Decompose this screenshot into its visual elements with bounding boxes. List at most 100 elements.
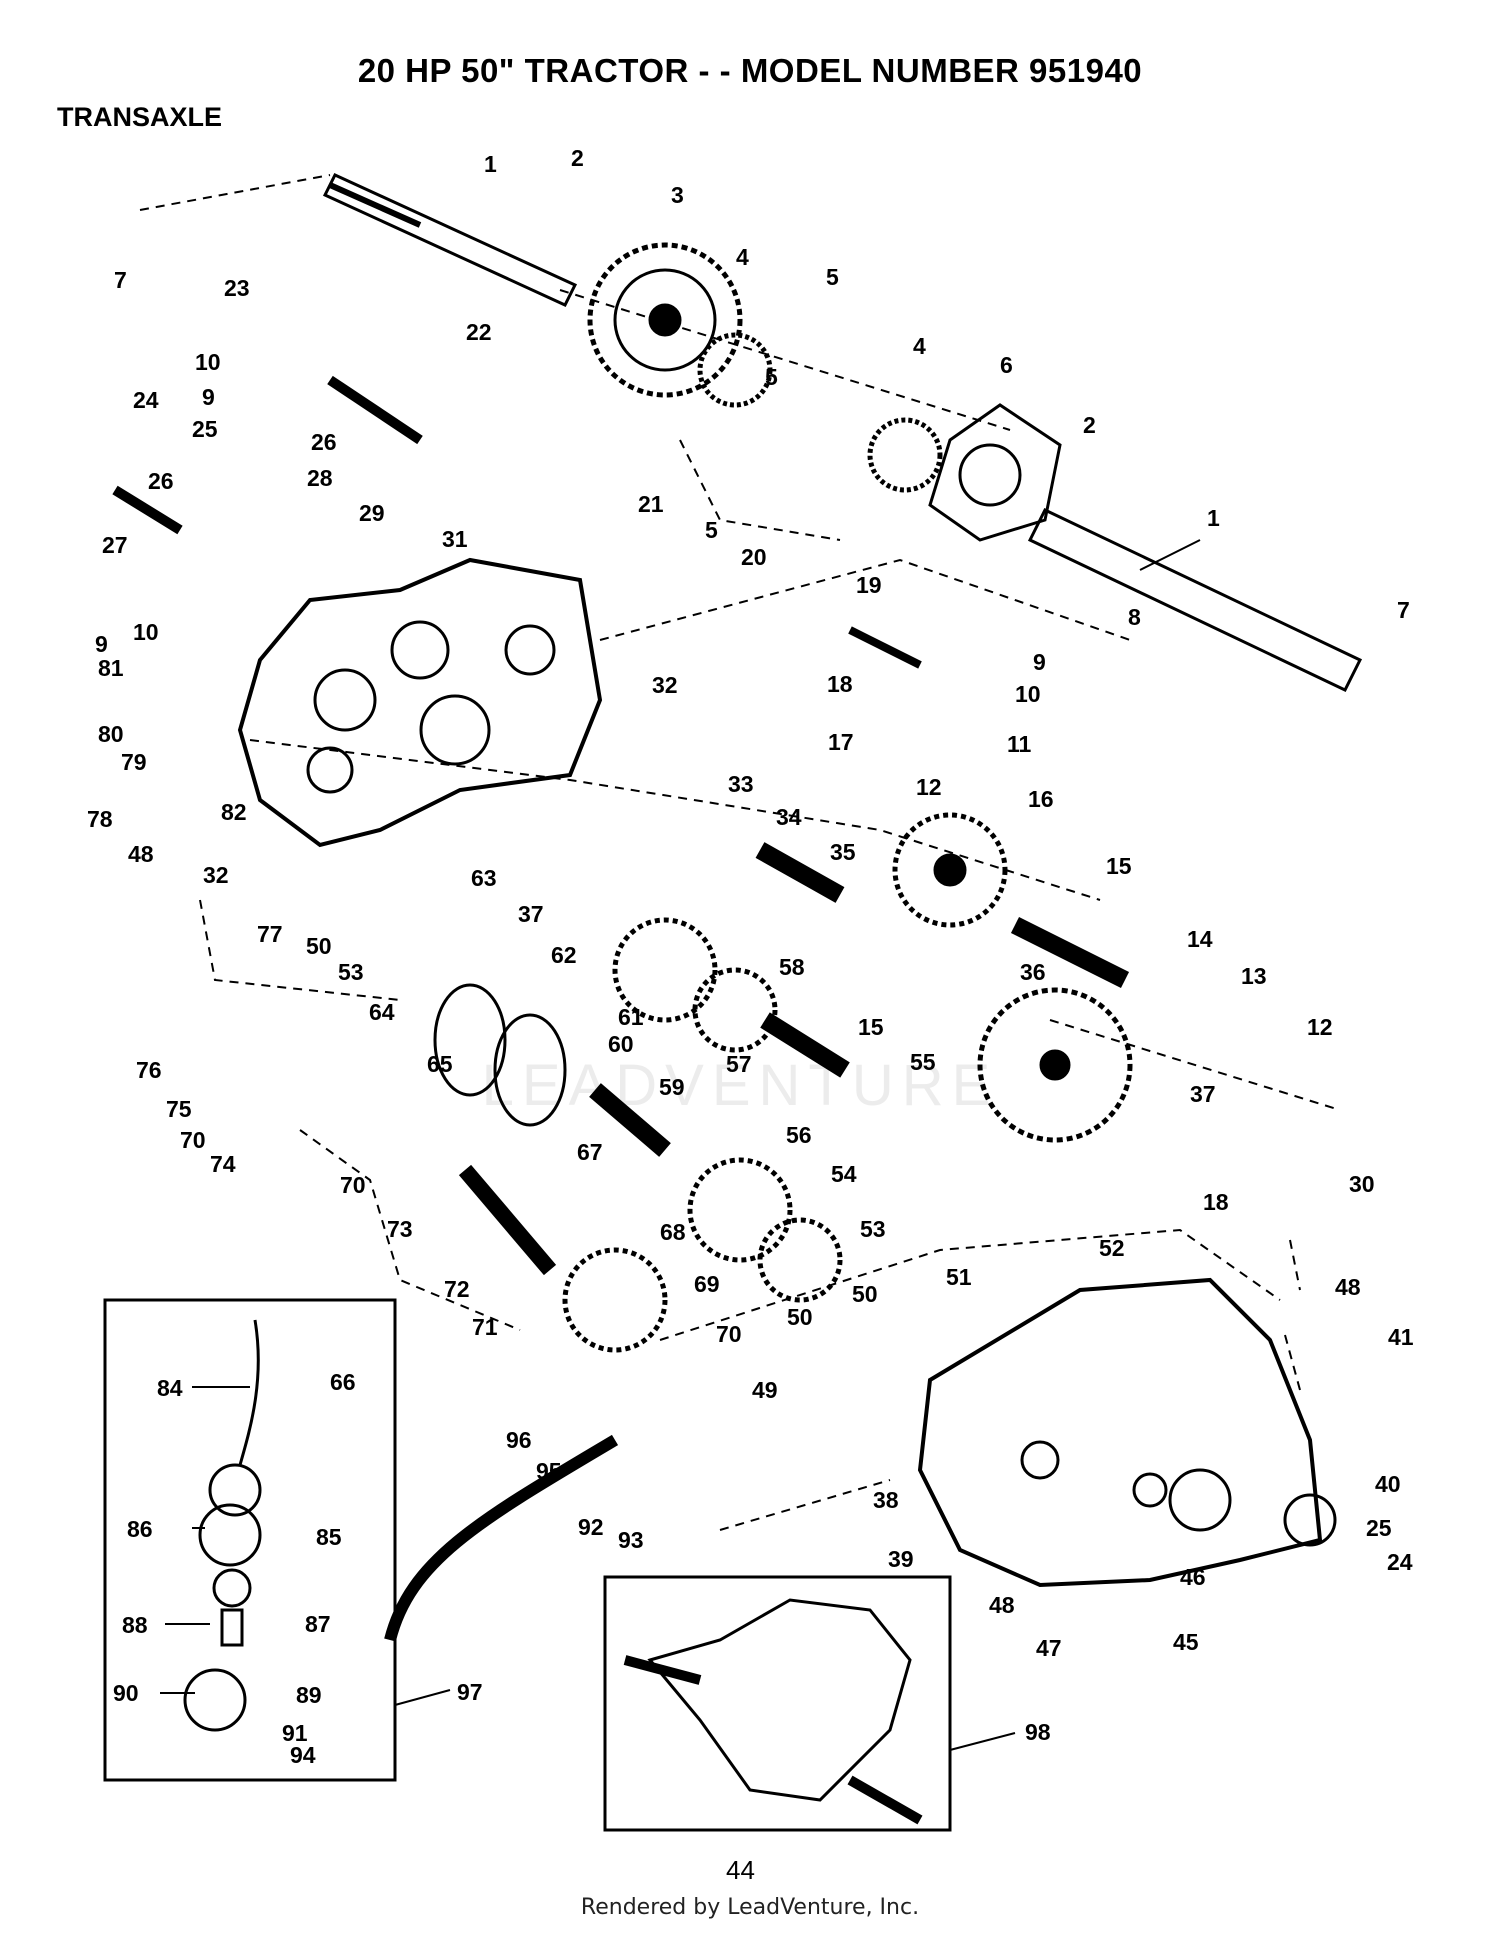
callout-35: 35 xyxy=(830,839,856,865)
callout-93: 93 xyxy=(618,1527,644,1553)
callout-53b: 53 xyxy=(860,1216,886,1242)
shaft-26b-part xyxy=(112,485,183,535)
callout-14: 14 xyxy=(1187,926,1213,952)
callout-74: 74 xyxy=(210,1151,236,1177)
gear-55-part xyxy=(977,987,1133,1143)
shaft-57-part xyxy=(760,1012,850,1078)
callout-50c: 50 xyxy=(787,1304,813,1330)
callout-37b: 37 xyxy=(1190,1081,1216,1107)
callout-9c: 9 xyxy=(1033,649,1046,675)
callout-92: 92 xyxy=(578,1514,604,1540)
page-number: 44 xyxy=(726,1855,755,1885)
callout-10b: 10 xyxy=(133,619,159,645)
callout-8: 8 xyxy=(1128,604,1141,630)
shaft-72-part xyxy=(458,1164,557,1276)
callout-1b: 1 xyxy=(1207,505,1220,531)
callout-12: 12 xyxy=(916,774,942,800)
callout-32: 32 xyxy=(652,672,678,698)
gear-68-part xyxy=(687,1157,793,1263)
callout-19: 19 xyxy=(856,572,882,598)
callout-58: 58 xyxy=(779,954,805,980)
callout-66: 66 xyxy=(330,1369,356,1395)
callout-labels: 1 1 2 2 3 4 4 5 5 5 6 7 7 8 9 9 9 10 10 … xyxy=(87,145,1414,1768)
callout-75: 75 xyxy=(166,1096,192,1122)
callout-22: 22 xyxy=(466,319,492,345)
callout-48c: 48 xyxy=(989,1592,1015,1618)
footer-credit: Rendered by LeadVenture, Inc. xyxy=(580,1895,920,1920)
callout-25: 25 xyxy=(192,416,218,442)
callout-70b: 70 xyxy=(340,1172,366,1198)
callout-7b: 7 xyxy=(1397,597,1410,623)
callout-17: 17 xyxy=(828,729,854,755)
callout-50b: 50 xyxy=(852,1281,878,1307)
watermark-text: LEADVENTURE xyxy=(482,1053,999,1118)
callout-2b: 2 xyxy=(1083,412,1096,438)
bearing-housing-part xyxy=(928,403,1062,542)
callout-81: 81 xyxy=(98,655,124,681)
callout-36: 36 xyxy=(1020,959,1046,985)
callout-41: 41 xyxy=(1388,1324,1414,1350)
callout-18: 18 xyxy=(827,671,853,697)
shaft-19-part xyxy=(848,626,922,669)
callout-73: 73 xyxy=(387,1216,413,1242)
callout-24b: 24 xyxy=(1387,1549,1413,1575)
callout-23: 23 xyxy=(224,275,250,301)
callout-80: 80 xyxy=(98,721,124,747)
callout-30: 30 xyxy=(1349,1171,1375,1197)
callout-79: 79 xyxy=(121,749,147,775)
gear-69-part xyxy=(757,1217,843,1303)
callout-10c: 10 xyxy=(1015,681,1041,707)
callout-24: 24 xyxy=(133,387,159,413)
callout-7: 7 xyxy=(114,267,127,293)
callout-65: 65 xyxy=(427,1051,453,1077)
page-title: 20 HP 50" TRACTOR - - MODEL NUMBER 95194… xyxy=(357,52,1143,89)
gear-62-part xyxy=(612,917,718,1023)
callout-3: 3 xyxy=(671,182,684,208)
callout-61: 61 xyxy=(618,1004,644,1030)
callout-98: 98 xyxy=(1025,1719,1051,1745)
callout-34: 34 xyxy=(776,804,802,830)
section-title: TRANSAXLE xyxy=(57,102,223,132)
assembly-lines xyxy=(139,174,1341,1531)
callout-37: 37 xyxy=(518,901,544,927)
callout-97: 97 xyxy=(457,1679,483,1705)
case-half-right-part xyxy=(917,1277,1323,1588)
callout-39: 39 xyxy=(888,1546,914,1572)
callout-82: 82 xyxy=(221,799,247,825)
axle-right-part xyxy=(1027,508,1363,692)
gear-4-part xyxy=(697,332,773,408)
callout-63: 63 xyxy=(471,865,497,891)
callout-56: 56 xyxy=(786,1122,812,1148)
callout-57: 57 xyxy=(726,1051,752,1077)
callout-4b: 4 xyxy=(913,333,926,359)
callout-11: 11 xyxy=(1007,731,1032,757)
callout-51: 51 xyxy=(946,1264,972,1290)
callout-46: 46 xyxy=(1180,1564,1206,1590)
callout-54: 54 xyxy=(831,1161,857,1187)
callout-15: 15 xyxy=(1106,853,1132,879)
shifter-inset-box xyxy=(103,1298,397,1782)
callout-38: 38 xyxy=(873,1487,899,1513)
callout-40: 40 xyxy=(1375,1471,1401,1497)
assembly-inset-box xyxy=(603,1575,952,1832)
callout-84: 84 xyxy=(157,1375,183,1401)
callout-13: 13 xyxy=(1241,963,1267,989)
callout-89: 89 xyxy=(296,1682,322,1708)
callout-15b: 15 xyxy=(858,1014,884,1040)
callout-4: 4 xyxy=(736,244,749,270)
callout-62: 62 xyxy=(551,942,577,968)
shaft-59-part xyxy=(589,1083,671,1157)
callout-85: 85 xyxy=(316,1524,342,1550)
callout-28: 28 xyxy=(307,465,333,491)
disc-65-part xyxy=(493,1013,567,1127)
callout-47: 47 xyxy=(1036,1635,1062,1661)
callout-67: 67 xyxy=(577,1139,603,1165)
callout-70c: 70 xyxy=(716,1321,742,1347)
callout-78: 78 xyxy=(87,806,113,832)
callout-64: 64 xyxy=(369,999,395,1025)
callout-21: 21 xyxy=(638,491,664,517)
callout-2: 2 xyxy=(571,145,584,171)
parts-artwork xyxy=(112,173,1363,1642)
callout-9: 9 xyxy=(202,384,215,410)
